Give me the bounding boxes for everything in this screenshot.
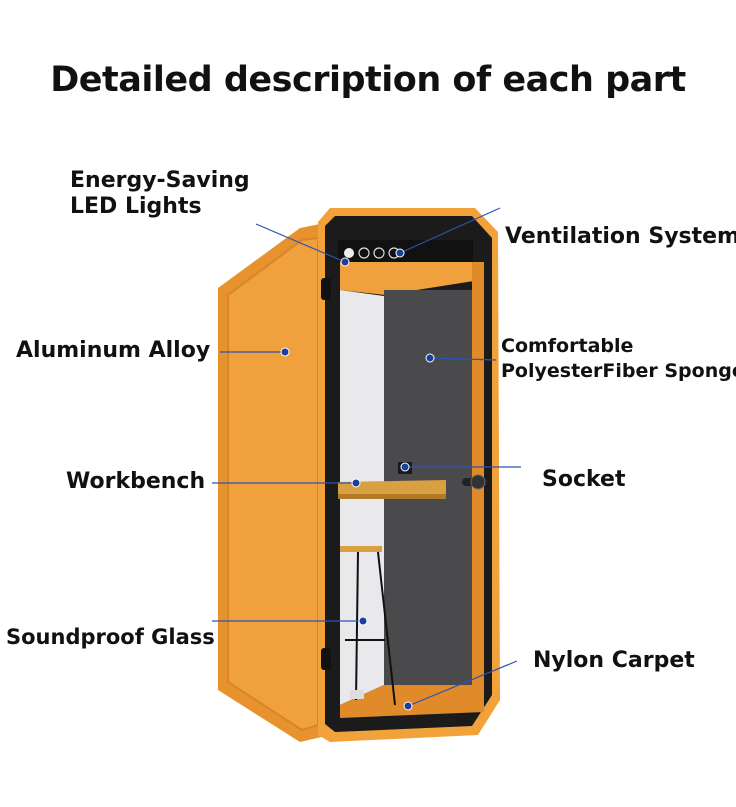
booth-side-inset	[227, 236, 319, 732]
label-energy-saving-led-lights: Energy-Saving LED Lights	[70, 168, 250, 220]
workbench-edge	[338, 494, 446, 499]
led-light-icon	[344, 248, 354, 258]
stool-leg	[355, 551, 359, 701]
interior-floor	[340, 685, 484, 718]
marker-socket	[400, 462, 410, 472]
stool-seat	[340, 546, 382, 552]
door-lock-icon	[470, 474, 486, 490]
label-workbench: Workbench	[66, 469, 206, 494]
label-soundproof-glass: Soundproof Glass	[6, 625, 215, 649]
label-line: PolyesterFiber Sponge	[501, 359, 736, 382]
label-nylon-carpet: Nylon Carpet	[533, 648, 695, 673]
label-socket: Socket	[542, 467, 626, 492]
page-title: Detailed description of each part	[50, 60, 686, 100]
leader-line-ventilation	[399, 207, 501, 254]
fan-icon	[373, 247, 385, 259]
label-aluminum-alloy: Aluminum Alloy	[16, 338, 211, 363]
workbench-top	[338, 480, 446, 498]
marker-glass	[358, 616, 368, 626]
leader-line-sponge	[429, 357, 497, 361]
label-ventilation-system: Ventilation System	[505, 224, 736, 249]
label-polyester-fiber-sponge: Comfortable PolyesterFiber Sponge	[501, 334, 736, 383]
hinge-top	[321, 278, 331, 300]
bottom-vent-badge	[350, 690, 364, 699]
control-button-icon	[358, 247, 370, 259]
marker-aluminum	[280, 347, 290, 357]
label-line: Energy-Saving	[70, 168, 250, 193]
marker-ventilation	[395, 248, 405, 258]
hinge-bottom	[321, 648, 331, 670]
marker-sponge	[425, 353, 435, 363]
interior-ceiling	[340, 262, 480, 295]
stool-leg	[377, 551, 396, 706]
label-line: LED Lights	[70, 193, 202, 219]
marker-carpet	[403, 701, 413, 711]
label-line: Comfortable	[501, 335, 634, 357]
marker-led	[340, 257, 350, 267]
leader-line-carpet	[407, 660, 518, 707]
marker-workbench	[351, 478, 361, 488]
markers	[280, 248, 435, 711]
leader-lines	[212, 207, 521, 707]
leader-line-led	[255, 223, 346, 263]
